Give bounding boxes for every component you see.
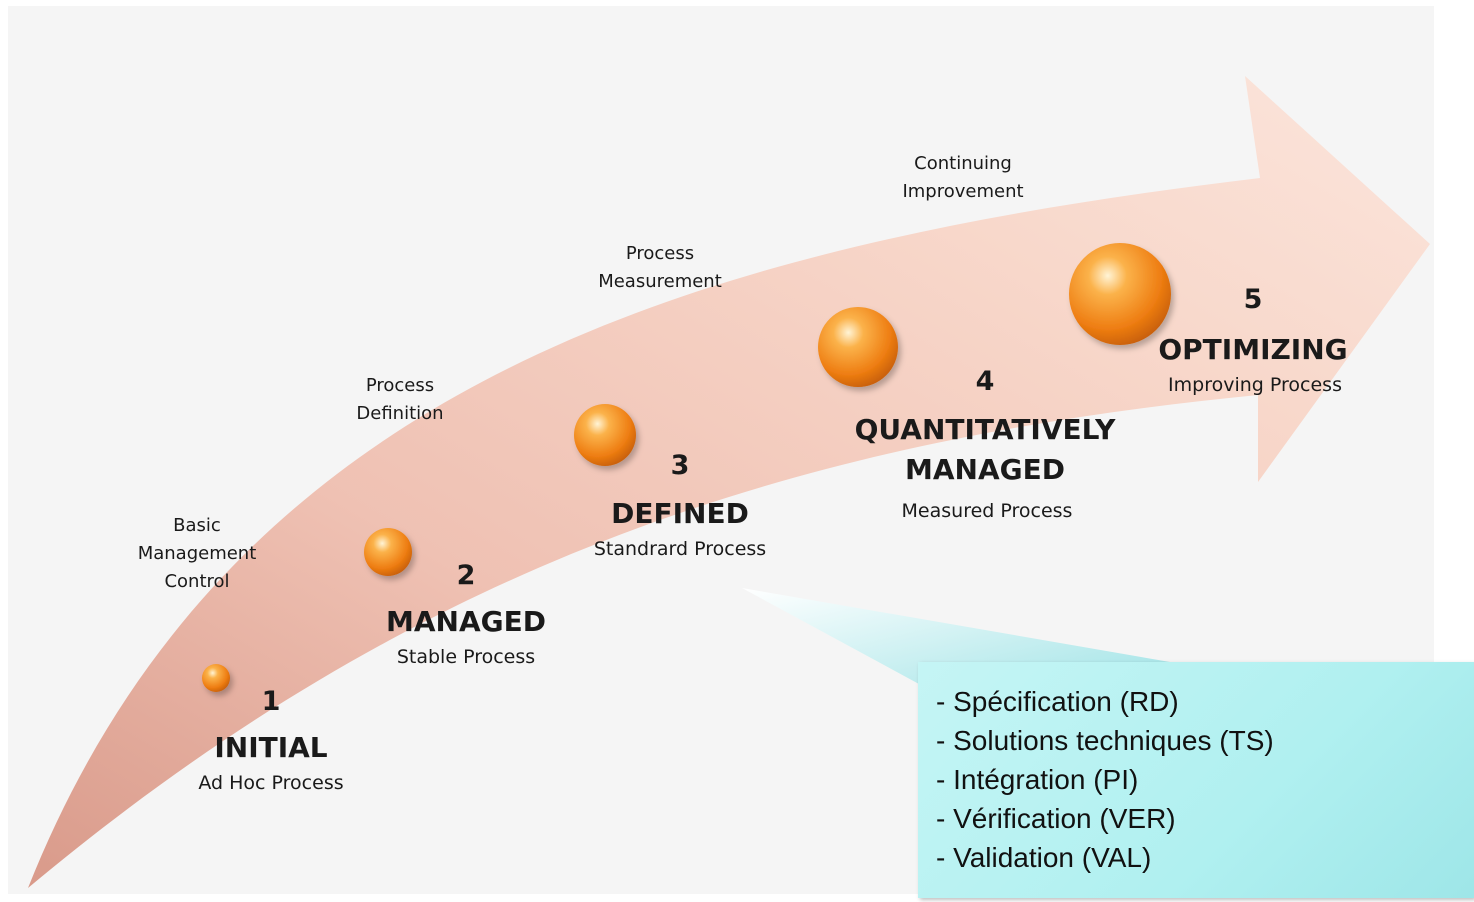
level-1-number: 1	[261, 686, 281, 717]
level-4-number: 4	[975, 366, 995, 397]
level-2-name: MANAGED	[386, 605, 546, 638]
sphere-level-5	[1069, 243, 1171, 345]
process-area-item: - Spécification (RD)	[936, 686, 1179, 717]
level-1-name: INITIAL	[214, 731, 328, 764]
level-5-description: Improving Process	[1168, 374, 1342, 396]
sphere-level-3	[574, 404, 636, 466]
level-2-number: 2	[456, 560, 476, 591]
process-area-item: - Intégration (PI)	[936, 764, 1139, 795]
process-areas-callout: - Spécification (RD) - Solutions techniq…	[918, 662, 1474, 898]
transition-label-1: Basic Management Control	[137, 515, 257, 592]
level-3-number: 3	[670, 450, 690, 481]
sphere-level-4	[818, 307, 898, 387]
process-area-item: - Validation (VAL)	[936, 842, 1152, 873]
transition-label-4: Continuing Improvement	[902, 153, 1024, 202]
transition-label-2: Process Definition	[356, 375, 444, 424]
process-area-item: - Solutions techniques (TS)	[936, 725, 1274, 756]
sphere-level-2	[364, 528, 412, 576]
level-5-number: 5	[1243, 284, 1263, 315]
level-4-name: QUANTITATIVELY MANAGED	[854, 413, 1116, 486]
level-3-description: Standrard Process	[593, 538, 767, 560]
transition-label-3: Process Measurement	[598, 243, 722, 292]
level-4-description: Measured Process	[901, 500, 1073, 522]
process-area-item: - Vérification (VER)	[936, 803, 1176, 834]
level-2-description: Stable Process	[396, 646, 536, 668]
level-3-name: DEFINED	[611, 497, 749, 530]
process-areas-list: - Spécification (RD) - Solutions techniq…	[918, 662, 1474, 877]
level-5-name: OPTIMIZING	[1158, 333, 1348, 366]
level-1-description: Ad Hoc Process	[198, 772, 344, 794]
sphere-level-1	[202, 664, 230, 692]
